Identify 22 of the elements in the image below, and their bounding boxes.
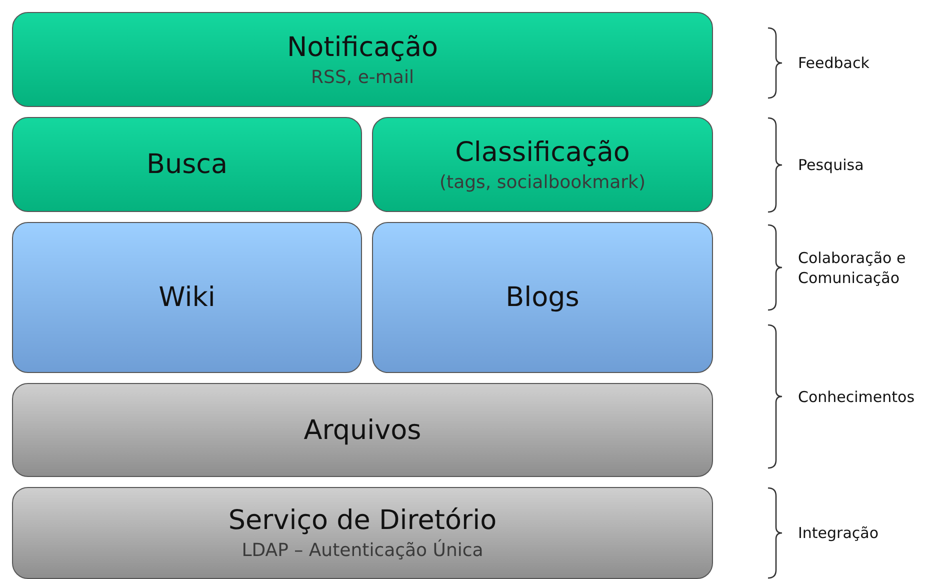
layer-box	[372, 117, 713, 212]
layer-title: Notificação	[286, 32, 438, 62]
layer-category-label: Integração	[798, 523, 880, 543]
layer-box	[12, 12, 713, 107]
layer-box	[12, 487, 713, 579]
layer-title: Arquivos	[304, 414, 422, 446]
layer-title: Busca	[146, 149, 228, 180]
layer-box	[12, 222, 362, 373]
layer-title: Blogs	[506, 282, 580, 313]
layer-title: Serviço de Diretório	[228, 505, 497, 536]
layer-category-label: Conhecimentos	[798, 386, 916, 406]
layer-subtitle: RSS, e-mail	[311, 66, 414, 88]
layer-category-label: Feedback	[798, 53, 870, 73]
layer-subtitle: LDAP – Autenticação Única	[242, 540, 484, 561]
layer-box	[372, 222, 713, 373]
layer-box	[12, 117, 362, 212]
layer-title: Wiki	[158, 282, 216, 313]
layer-category-label: Colaboração e Comunicação	[798, 248, 907, 288]
layer-box	[12, 383, 713, 477]
layer-subtitle: (tags, socialbookmark)	[440, 172, 646, 192]
layer-category-label: Pesquisa	[798, 155, 865, 175]
layer-title: Classificação	[455, 136, 630, 168]
